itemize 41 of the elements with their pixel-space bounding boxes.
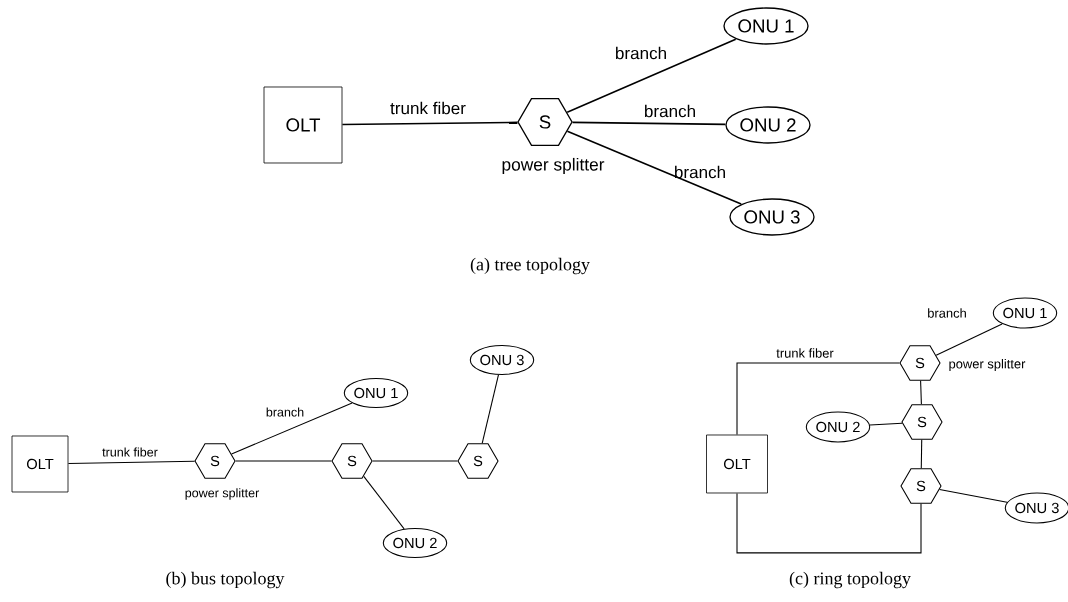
splitter-label: power splitter xyxy=(949,358,1026,371)
fiber-line xyxy=(231,402,353,455)
fiber-line xyxy=(920,439,923,469)
splitter-hexagon: S xyxy=(901,404,943,440)
fiber-line xyxy=(736,362,900,436)
edge-label: branch xyxy=(675,165,725,179)
edge-label: branch xyxy=(645,104,695,118)
edge-label: branch xyxy=(266,407,304,417)
fiber-line xyxy=(935,323,1003,356)
splitter-label: power splitter xyxy=(185,488,260,500)
edge-label: branch xyxy=(928,308,966,318)
fiber-line xyxy=(566,130,742,205)
splitter-hexagon: S xyxy=(331,443,373,479)
caption: (c) ring topology xyxy=(789,571,911,589)
splitter-hexagon: S xyxy=(900,468,942,504)
olt-box: OLT xyxy=(706,434,768,494)
fiber-line xyxy=(67,460,196,465)
edge-label: trunk fiber xyxy=(390,101,466,115)
splitter-hexagon: S xyxy=(517,97,573,147)
fiber-line xyxy=(920,380,922,405)
fiber-line xyxy=(363,475,405,530)
edge-label: branch xyxy=(616,46,666,60)
fiber-line xyxy=(341,121,519,126)
splitter-hexagon: S xyxy=(194,443,236,479)
fiber-line xyxy=(571,121,727,126)
fiber-line xyxy=(566,38,737,114)
fiber-line xyxy=(481,374,499,444)
edge-label: trunk fiber xyxy=(102,447,158,457)
caption: (a) tree topology xyxy=(470,257,590,275)
fiber-line xyxy=(939,489,1008,503)
edge-label: trunk fiber xyxy=(776,348,834,358)
olt-box: OLT xyxy=(11,435,69,493)
caption: (b) bus topology xyxy=(166,571,285,589)
fiber-line xyxy=(372,460,458,462)
olt-box: OLT xyxy=(263,86,343,164)
fiber-line xyxy=(869,422,903,426)
splitter-hexagon: S xyxy=(899,345,941,381)
fiber-line xyxy=(235,460,332,462)
splitter-label: power splitter xyxy=(502,157,605,175)
splitter-hexagon: S xyxy=(457,443,499,479)
fiber-line xyxy=(736,492,922,554)
